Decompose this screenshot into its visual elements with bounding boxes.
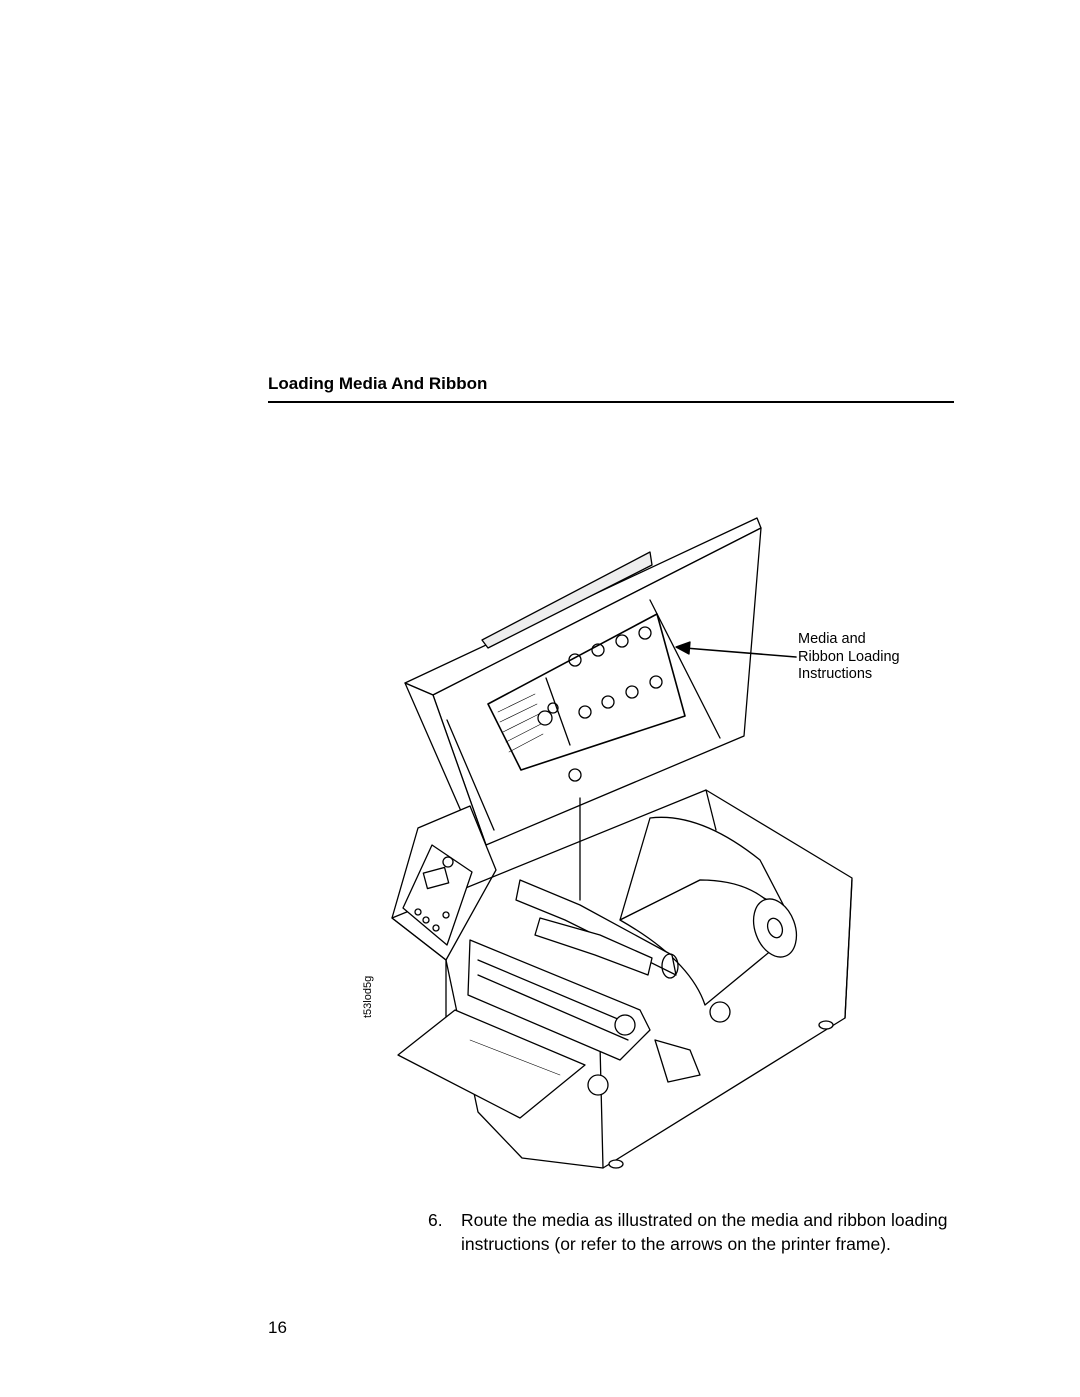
ribbon-spindles [515, 768, 679, 979]
page-number: 16 [268, 1318, 287, 1337]
figure-id: t53lod5g [362, 975, 374, 1018]
callout-line: Media and [798, 631, 866, 647]
instruction-label-panel [487, 613, 686, 771]
media-supply-roll [619, 816, 798, 1006]
callout-line: Ribbon Loading [798, 648, 900, 665]
media-exit [397, 1009, 586, 1119]
heading-rule [268, 401, 954, 403]
print-head-assembly [467, 939, 731, 1096]
callout-arrow [675, 641, 797, 658]
step-text: Route the media as illustrated on the me… [461, 1210, 948, 1254]
control-panel [402, 844, 473, 946]
section-heading: Loading Media And Ribbon [268, 374, 488, 393]
printer-body [391, 789, 853, 1169]
callout-label: Media and Ribbon Loading Instructions [798, 631, 900, 684]
callout-line: Instructions [798, 666, 873, 682]
step-number: 6. [428, 1210, 443, 1230]
printer-illustration [391, 517, 853, 1169]
